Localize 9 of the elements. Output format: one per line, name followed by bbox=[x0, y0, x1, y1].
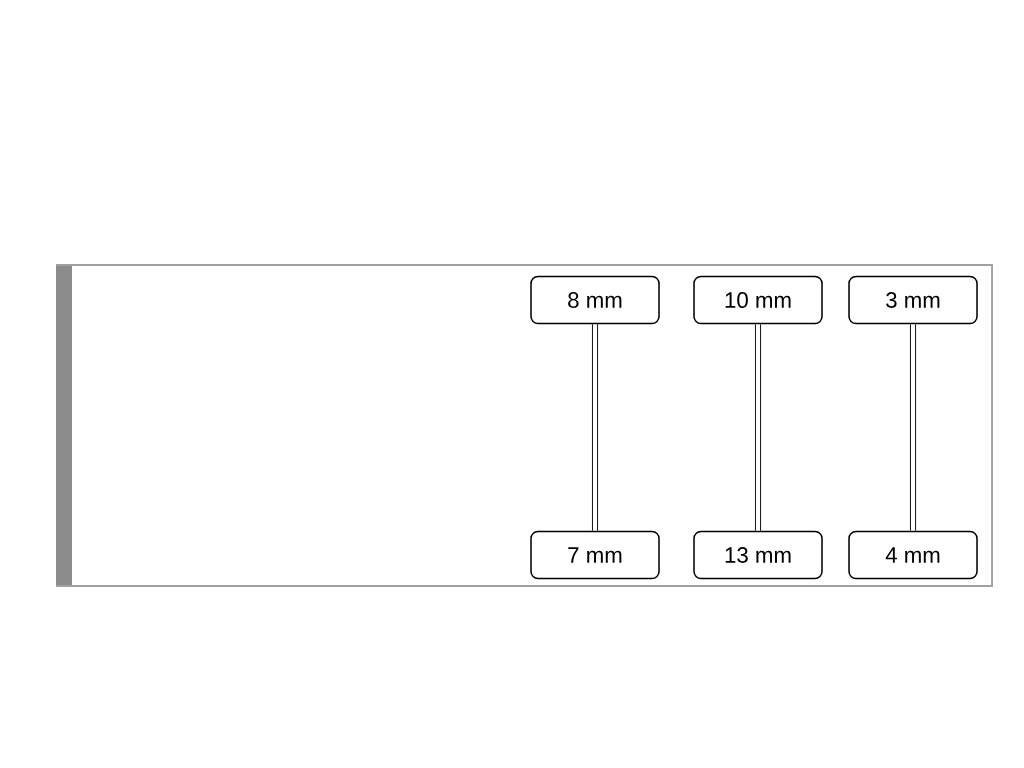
measurement-box: 3 mm bbox=[848, 275, 978, 325]
connecting-bar bbox=[591, 324, 599, 531]
connecting-bar bbox=[909, 324, 917, 531]
measurement-box: 10 mm bbox=[693, 275, 823, 325]
measurement-box: 8 mm bbox=[530, 275, 660, 325]
connecting-bar bbox=[754, 324, 762, 531]
measurement-box: 7 mm bbox=[530, 530, 660, 580]
measurement-box: 4 mm bbox=[848, 530, 978, 580]
measurement-box: 13 mm bbox=[693, 530, 823, 580]
